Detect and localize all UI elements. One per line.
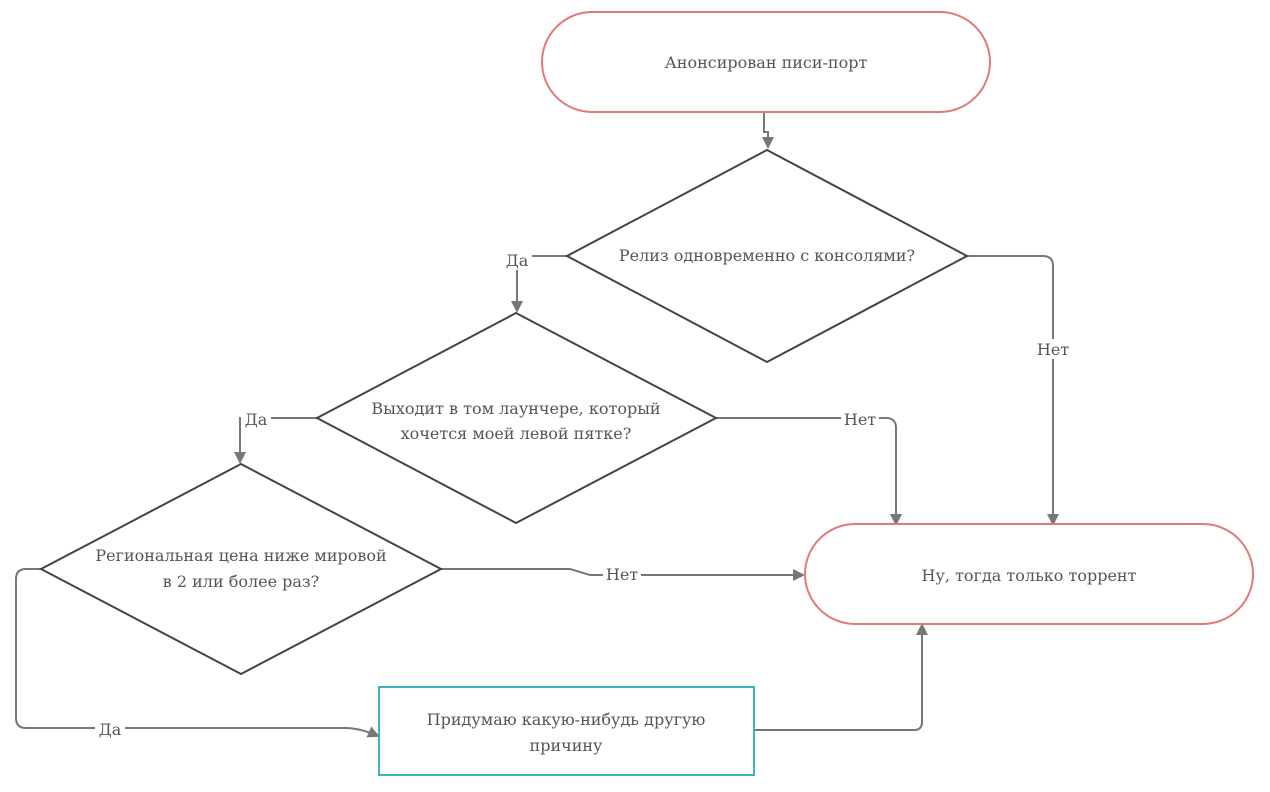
label-price-no-text: Нет — [606, 565, 638, 584]
decision-launcher-text-line1: Выходит в том лаунчере, который — [371, 399, 660, 418]
label-price-yes-text: Да — [99, 720, 122, 739]
label-price-no: Нет — [603, 564, 641, 584]
edge-release-no — [967, 255, 1059, 526]
decision-launcher-text-line2: хочется моей левой пятке? — [401, 424, 632, 443]
end-terminal: Ну, тогда только торрент — [804, 523, 1254, 625]
edge-price-yes — [15, 568, 380, 738]
decision-price: Региональная цена ниже мировой в 2 или б… — [38, 462, 444, 676]
edge-launcher-yes — [234, 417, 317, 464]
label-launcher-yes-text: Да — [245, 410, 268, 429]
start-terminal-text: Анонсирован писи-порт — [665, 53, 868, 72]
label-release-no-text: Нет — [1037, 340, 1069, 359]
process-reason: Придумаю какую-нибудь другую причину — [378, 686, 755, 776]
label-price-yes: Да — [95, 719, 125, 739]
edge-launcher-no — [716, 417, 902, 526]
process-reason-text-line1: Придумаю какую-нибудь другую — [427, 710, 706, 729]
decision-price-text-line1: Региональная цена ниже мировой — [95, 546, 386, 565]
label-release-yes: Да — [502, 250, 532, 270]
edge-start-to-release — [762, 112, 774, 149]
label-launcher-no: Нет — [841, 409, 879, 429]
label-launcher-no-text: Нет — [844, 410, 876, 429]
edge-price-no — [441, 568, 805, 581]
edge-process-to-end — [754, 623, 928, 731]
end-terminal-text: Ну, тогда только торрент — [922, 566, 1137, 585]
start-terminal: Анонсирован писи-порт — [541, 11, 991, 113]
decision-price-text-line2: в 2 или более раз? — [163, 572, 319, 591]
label-launcher-yes: Да — [241, 409, 271, 429]
decision-release: Релиз одновременно с консолями? — [564, 148, 970, 364]
decision-launcher: Выходит в том лаунчере, который хочется … — [314, 311, 719, 525]
process-reason-text-line2: причину — [530, 736, 603, 755]
label-release-yes-text: Да — [506, 251, 529, 270]
label-release-no: Нет — [1034, 339, 1072, 359]
decision-release-text: Релиз одновременно с консолями? — [619, 246, 915, 265]
